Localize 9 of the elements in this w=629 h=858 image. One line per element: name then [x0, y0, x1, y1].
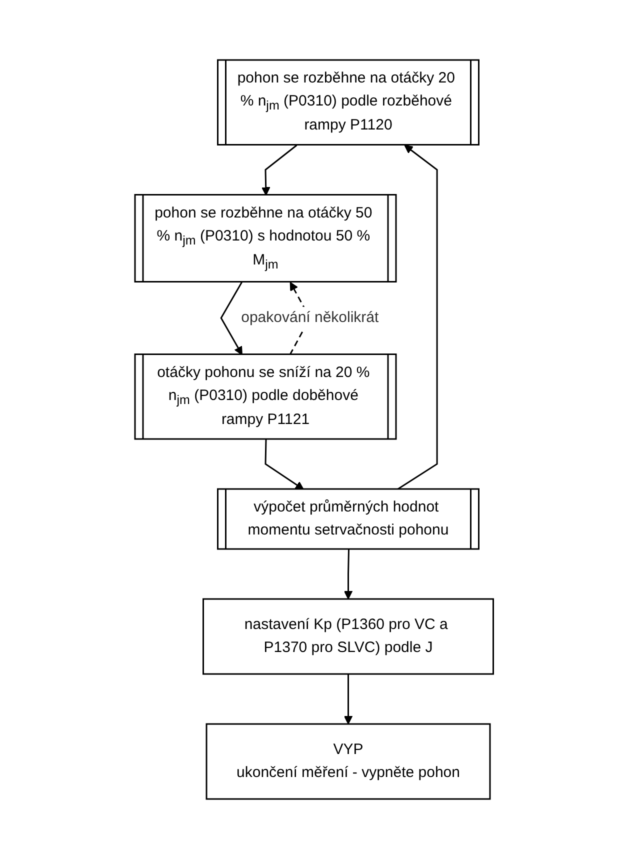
arrow — [265, 438, 304, 490]
arrow — [344, 674, 354, 724]
node-box: nastavení Kp (P1360 pro VC a P1370 pro SLVC) podle J — [202, 598, 494, 674]
arrow — [262, 144, 298, 196]
edge-label: opakování několikrát — [241, 308, 380, 326]
node-box: VYP ukončení měření - vypněte pohon — [206, 722, 492, 800]
arrow — [397, 144, 438, 490]
arrow — [344, 548, 354, 599]
arrow — [220, 281, 243, 355]
